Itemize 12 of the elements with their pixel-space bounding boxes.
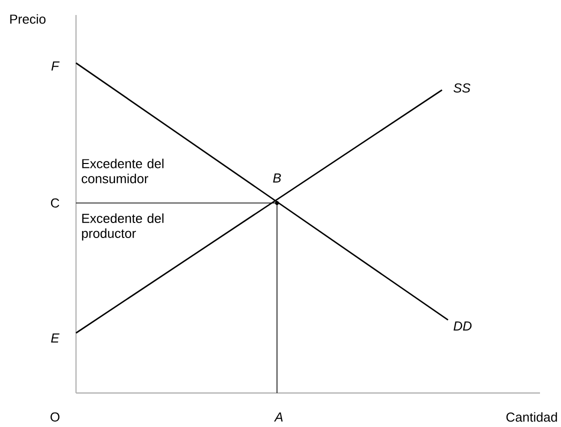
axis-title: Cantidad [506, 412, 557, 422]
curve-label: DD [454, 322, 472, 330]
point-label: O [50, 412, 60, 422]
point-label: C [50, 198, 60, 208]
curve-label: SS [454, 83, 470, 93]
axis-title: Precio [10, 14, 46, 24]
area-label: Excedente del productor [82, 213, 164, 241]
area-label: Excedente del consumidor [82, 158, 164, 184]
point-label: F [51, 62, 60, 70]
point-label: E [51, 334, 60, 342]
point-label: B [273, 174, 281, 182]
point-label: A [274, 412, 283, 422]
